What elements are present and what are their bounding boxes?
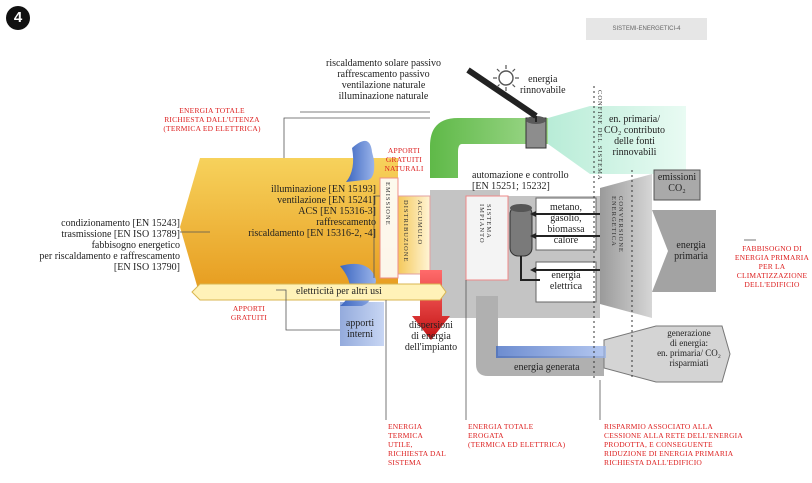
internal-gains-label: apporti interni (345, 318, 375, 340)
storage-vertical-label: ACCUMULO (416, 200, 423, 246)
solar-collector-panel (466, 67, 538, 119)
renewable-primary-co2-label: en. primaria/ CO₂ contributo delle fonti… (604, 114, 665, 158)
grey-export-duct (476, 356, 604, 376)
mint-renewable-cone (548, 106, 686, 174)
energy-saving-note: RISPARMIO ASSOCIATO ALLA CESSIONE ALLA R… (604, 422, 743, 467)
green-renewable-pipe (430, 118, 548, 178)
distribution-vertical-label: DISTRIBUZIONE (402, 200, 409, 263)
automation-control-label: automazione e controllo [EN 15251; 15232… (472, 170, 569, 192)
yellow-stripe (397, 195, 431, 275)
total-delivered-energy-note: ENERGIA TOTALE EROGATA (TERMICA ED ELETT… (468, 422, 566, 449)
sun-icon (493, 65, 519, 91)
blue-natural-gains-arrow (346, 140, 375, 182)
primary-energy-label: energia primaria (674, 240, 708, 262)
system-losses-label: dispersioni di energia dell'impianto (404, 320, 458, 353)
primary-energy-need-note: FABBISOGNO DI ENERGIA PRIMARIA PER LA CL… (734, 244, 810, 289)
grey-lower-duct (476, 296, 498, 356)
storage-tank (509, 205, 533, 257)
total-user-energy-note: ENERGIA TOTALE RICHIESTA DALL'UTENZA (TE… (163, 106, 261, 133)
system-border-vertical-label: CONFINE DEL SISTEMA (596, 90, 603, 181)
primary-energy-arrow (652, 210, 716, 292)
emission-vertical-label: EMISSIONE (384, 182, 391, 226)
energy-carriers-label: metano, gasolio, biomassa calore (547, 202, 585, 246)
electric-box (535, 261, 597, 303)
conversion-trapezoid (600, 174, 652, 318)
electric-energy-label: energia elettrica (549, 270, 583, 292)
generated-energy-band (496, 346, 606, 358)
useful-thermal-energy-note: ENERGIA TERMICA UTILE, RICHIESTA DAL SIS… (388, 422, 447, 467)
free-gains-note: APPORTI GRATUITI (230, 304, 268, 322)
co2-emissions-label: emissioni CO₂ (657, 172, 697, 194)
export-arrow (603, 325, 731, 383)
system-vertical-label: SISTEMA IMPIANTO (478, 204, 492, 244)
passive-strategies-label: riscaldamento solare passivo raffrescame… (326, 58, 441, 102)
renewable-energy-label: energia rinnovabile (520, 74, 566, 96)
other-uses-bar (191, 283, 447, 301)
free-natural-gains-note: APPORTI GRATUITI NATURALI (384, 146, 424, 173)
other-uses-label: elettricità per altri usi (296, 286, 382, 297)
system-box (465, 195, 509, 281)
figure-number-badge: 4 (6, 6, 30, 30)
generated-energy-label: energia generata (514, 362, 580, 373)
carriers-box (535, 197, 597, 251)
internal-gains-block (340, 302, 384, 346)
internal-flow-lines (520, 213, 600, 281)
envelope-needs-label: condizionamento [EN 15243] trasmissione … (39, 218, 180, 273)
figure-tag: SISTEMI-ENERGETICI-4 (586, 18, 707, 40)
export-generation-label: generazione di energia: en. primaria/ CO… (657, 328, 721, 368)
leader-lines (180, 111, 756, 420)
conversion-vertical-label: CONVERSIONE ENERGETICA (610, 196, 624, 253)
building-needs-label: illuminazione [EN 15193] ventilazione [E… (248, 184, 376, 239)
yellow-needs-arrow (180, 158, 398, 296)
